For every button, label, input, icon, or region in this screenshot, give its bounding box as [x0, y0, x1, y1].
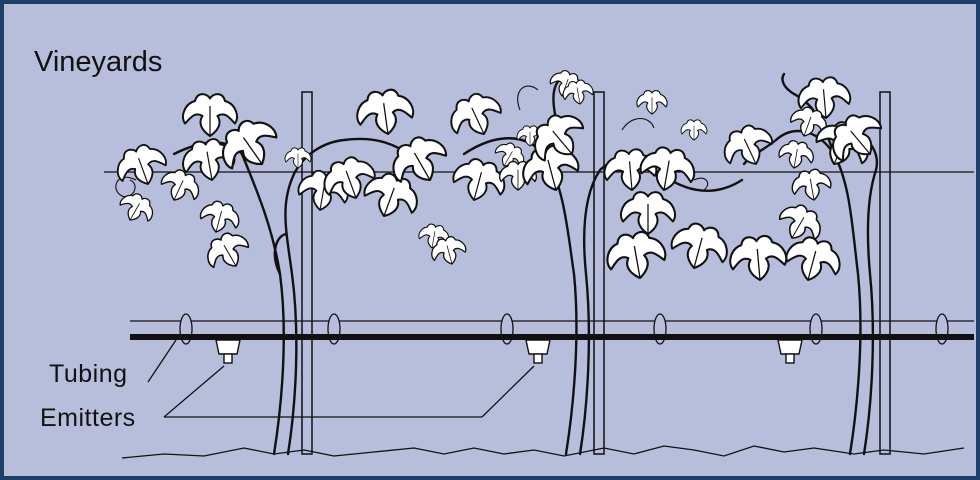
- grape-leaf-icon: [444, 87, 508, 145]
- grape-leaf-icon: [728, 234, 788, 282]
- grape-leaf-icon: [197, 198, 242, 237]
- grape-leaf-icon: [777, 139, 816, 171]
- drip-emitter-icon: [526, 340, 550, 363]
- grape-leaf-icon: [156, 164, 204, 208]
- ground-line: [122, 446, 964, 458]
- label-leaders: [148, 340, 534, 417]
- trellis-post-icon: [880, 92, 890, 454]
- trellis-post-icon: [302, 92, 312, 454]
- grape-leaf-icon: [681, 120, 707, 140]
- emitters-leader-right-up: [482, 366, 534, 417]
- emitters-label: Emitters: [40, 404, 136, 433]
- grape-leaf-icon: [621, 192, 675, 234]
- trellis-post-icon: [594, 92, 604, 454]
- diagram-title: Vineyards: [34, 46, 162, 79]
- emitters-leader-left: [164, 366, 224, 417]
- tubing-leader: [148, 340, 176, 382]
- grape-leaf-icon: [603, 228, 668, 283]
- grape-leaf-icon: [717, 119, 778, 175]
- tubing-label: Tubing: [49, 360, 128, 389]
- grape-leaf-icon: [183, 94, 237, 136]
- grape-leaves: [112, 67, 891, 287]
- grape-leaf-icon: [667, 219, 732, 276]
- grape-leaf-icon: [354, 87, 416, 138]
- grape-leaf-icon: [637, 91, 667, 114]
- grape-leaf-icon: [201, 226, 255, 277]
- grape-leaf-icon: [285, 148, 311, 168]
- grape-leaf-icon: [782, 233, 845, 287]
- grape-leaf-icon: [115, 188, 158, 228]
- drip-emitter-icon: [216, 340, 240, 363]
- drip-emitter-icon: [778, 340, 802, 363]
